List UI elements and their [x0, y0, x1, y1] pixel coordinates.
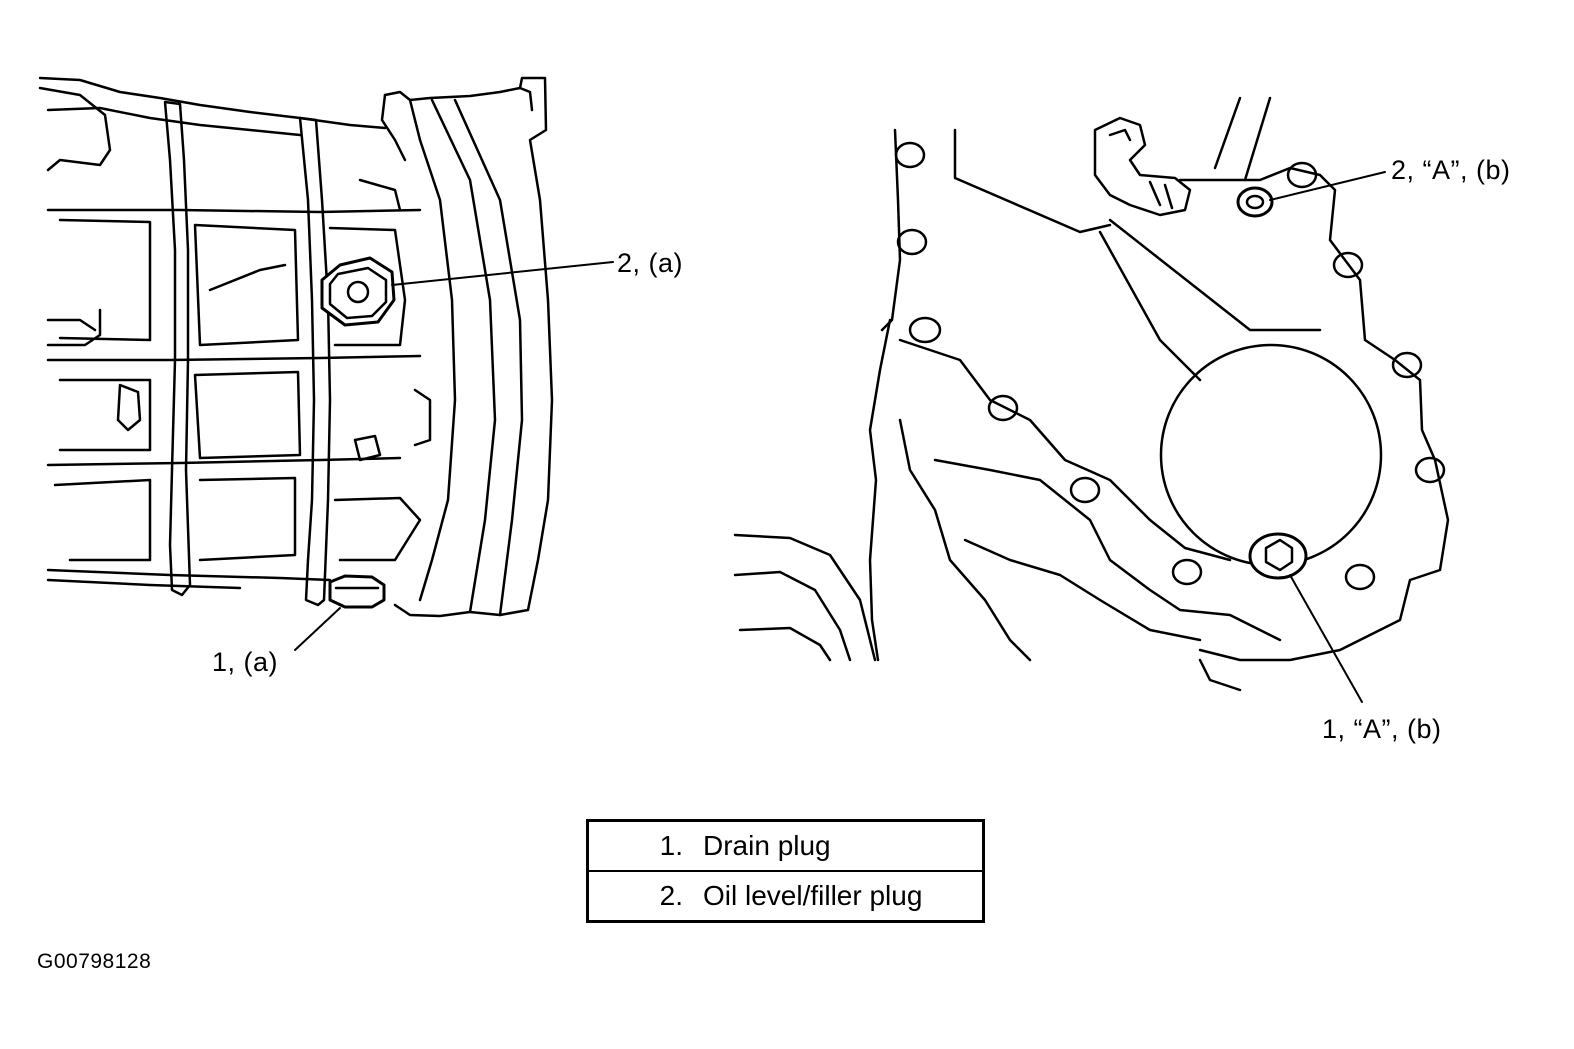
legend-table: 1. Drain plug 2. Oil level/filler plug — [586, 819, 985, 923]
leader-lines — [294, 171, 1386, 703]
legend-label: Oil level/filler plug — [703, 870, 984, 922]
left-transmission-case — [38, 76, 554, 618]
drain-plug-left — [328, 574, 386, 609]
callout-drain-plug-left: 1, (a) — [212, 647, 279, 677]
figure-id: G00798128 — [37, 950, 152, 973]
right-transfer-case — [733, 96, 1450, 692]
legend-row: 2. Oil level/filler plug — [587, 870, 984, 922]
legend-number: 1. — [659, 830, 683, 861]
case-opening — [1159, 343, 1383, 567]
callout-filler-plug-right: 2, “A”, (b) — [1391, 155, 1511, 185]
callout-filler-plug-left: 2, (a) — [617, 248, 684, 278]
legend-number: 2. — [587, 870, 703, 922]
sensor-switch — [1093, 116, 1192, 217]
oil-filler-plug-right — [1236, 186, 1274, 218]
bolt-bosses — [894, 141, 1446, 591]
legend-row: 1. Drain plug — [588, 821, 984, 872]
legend-label: Drain plug — [703, 830, 831, 861]
callout-drain-plug-right: 1, “A”, (b) — [1322, 714, 1442, 744]
oil-filler-plug-left — [320, 256, 396, 327]
drain-plug-right — [1248, 532, 1308, 580]
